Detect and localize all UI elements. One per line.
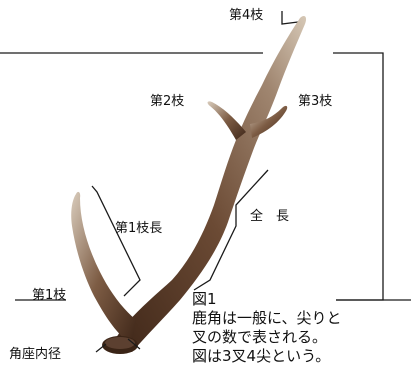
caption-line-3: 図は3叉4尖という。	[192, 347, 331, 365]
label-base-diameter: 角座内径	[9, 347, 62, 362]
tine1-length-bracket-line	[91, 185, 141, 297]
tine-3	[250, 105, 288, 138]
antler-base-ring	[105, 337, 135, 349]
label-tine1-length: 第1枝長	[115, 221, 163, 236]
tine-2	[207, 101, 246, 140]
label-tine3: 第3枝	[298, 94, 333, 109]
main-beam	[112, 16, 307, 352]
figure-caption: 図1 鹿角は一般に、尖りと 叉の数で表される。 図は3叉4尖という。	[192, 290, 342, 366]
label-tine1: 第1枝	[32, 288, 67, 303]
caption-line-1: 鹿角は一般に、尖りと	[192, 309, 342, 327]
label-total-length: 全 長	[250, 209, 290, 224]
label-tine2: 第2枝	[150, 94, 185, 109]
tine4-bracket-line	[281, 11, 299, 25]
guide-lines	[0, 11, 411, 301]
antler	[71, 16, 307, 354]
caption-figure-number: 図1	[192, 290, 217, 308]
base-diameter-pointer	[95, 338, 141, 353]
right-frame-line	[333, 52, 384, 301]
total-length-bracket-line	[193, 169, 269, 291]
tine-1	[71, 191, 136, 344]
caption-line-2: 叉の数で表される。	[192, 328, 328, 346]
label-tine4: 第4枝	[229, 8, 264, 23]
